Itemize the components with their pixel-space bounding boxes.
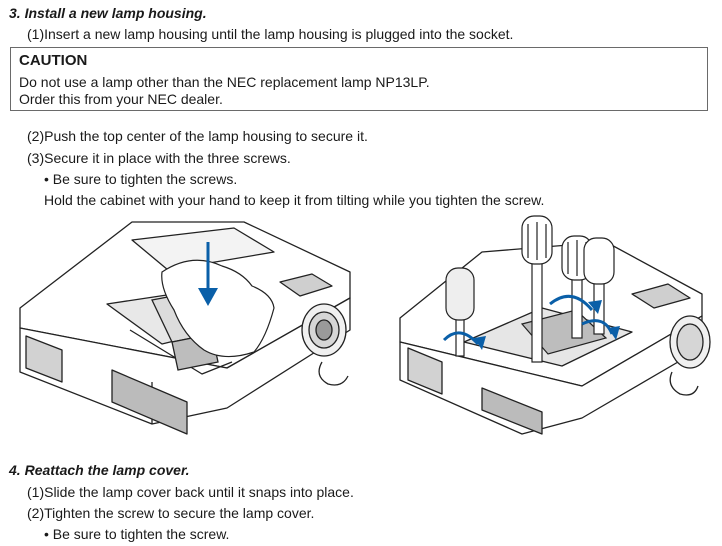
step-3-bullet: • Be sure to tighten the screws. [44, 171, 238, 187]
caution-title: CAUTION [19, 52, 88, 69]
step-3-substep-3: (3)Secure it in place with the three scr… [27, 150, 291, 166]
step-4-substep-1: (1)Slide the lamp cover back until it sn… [27, 484, 354, 500]
step-4-bullet: • Be sure to tighten the screw. [44, 526, 230, 542]
step-4-heading: 4. Reattach the lamp cover. [9, 462, 190, 478]
step-3-number: 3. [9, 5, 21, 21]
step-3-title: Install a new lamp housing. [24, 5, 207, 21]
caution-box: CAUTION Do not use a lamp other than the… [10, 47, 708, 111]
step-4-number: 4. [9, 462, 21, 478]
step-3-substep-1: (1)Insert a new lamp housing until the l… [27, 26, 514, 42]
projector-lamp-insert-illustration [19, 221, 351, 435]
step-4-title: Reattach the lamp cover. [24, 462, 190, 478]
step-4-substep-2: (2)Tighten the screw to secure the lamp … [27, 505, 315, 521]
step-3-substep-2: (2)Push the top center of the lamp housi… [27, 128, 368, 144]
step-3-heading: 3. Install a new lamp housing. [9, 5, 207, 21]
step-3-note: Hold the cabinet with your hand to keep … [44, 192, 545, 208]
caution-line-2: Order this from your NEC dealer. [19, 91, 223, 107]
caution-line-1: Do not use a lamp other than the NEC rep… [19, 74, 430, 90]
projector-screw-tighten-illustration [399, 215, 711, 435]
